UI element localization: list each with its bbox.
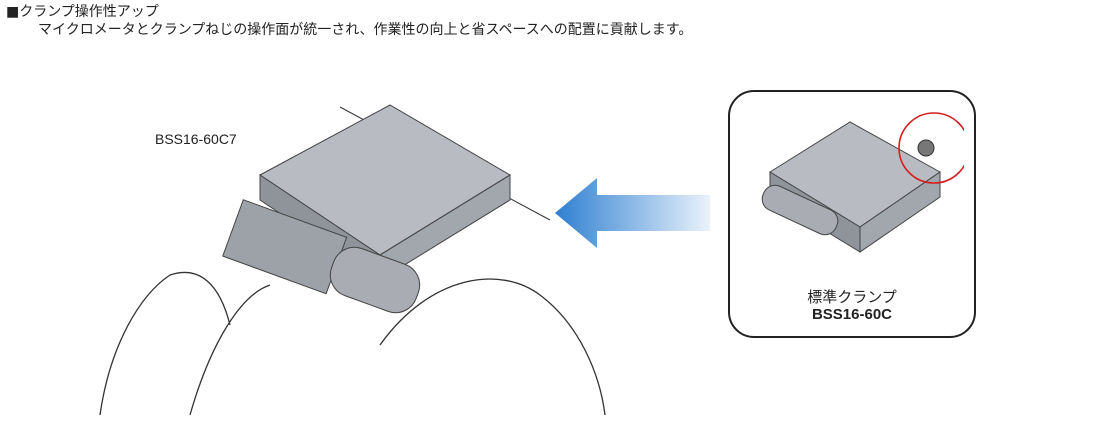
standard-clamp-panel: 標準クランプ BSS16-60C	[728, 90, 976, 338]
stage-with-hands-illustration	[99, 104, 606, 416]
section-heading: ■クランプ操作性アップ	[6, 4, 159, 20]
direction-arrow	[555, 178, 710, 248]
highlight-circle	[898, 112, 964, 184]
standard-model-label: BSS16-60C	[811, 306, 893, 323]
section-description: マイクロメータとクランプねじの操作面が統一され、作業性の向上と省スペースへの配置…	[38, 22, 693, 38]
left-model-label: BSS16-60C7	[155, 131, 237, 147]
standard-stage-illustration	[761, 112, 964, 253]
standard-clamp-caption: 標準クランプ	[807, 288, 897, 306]
